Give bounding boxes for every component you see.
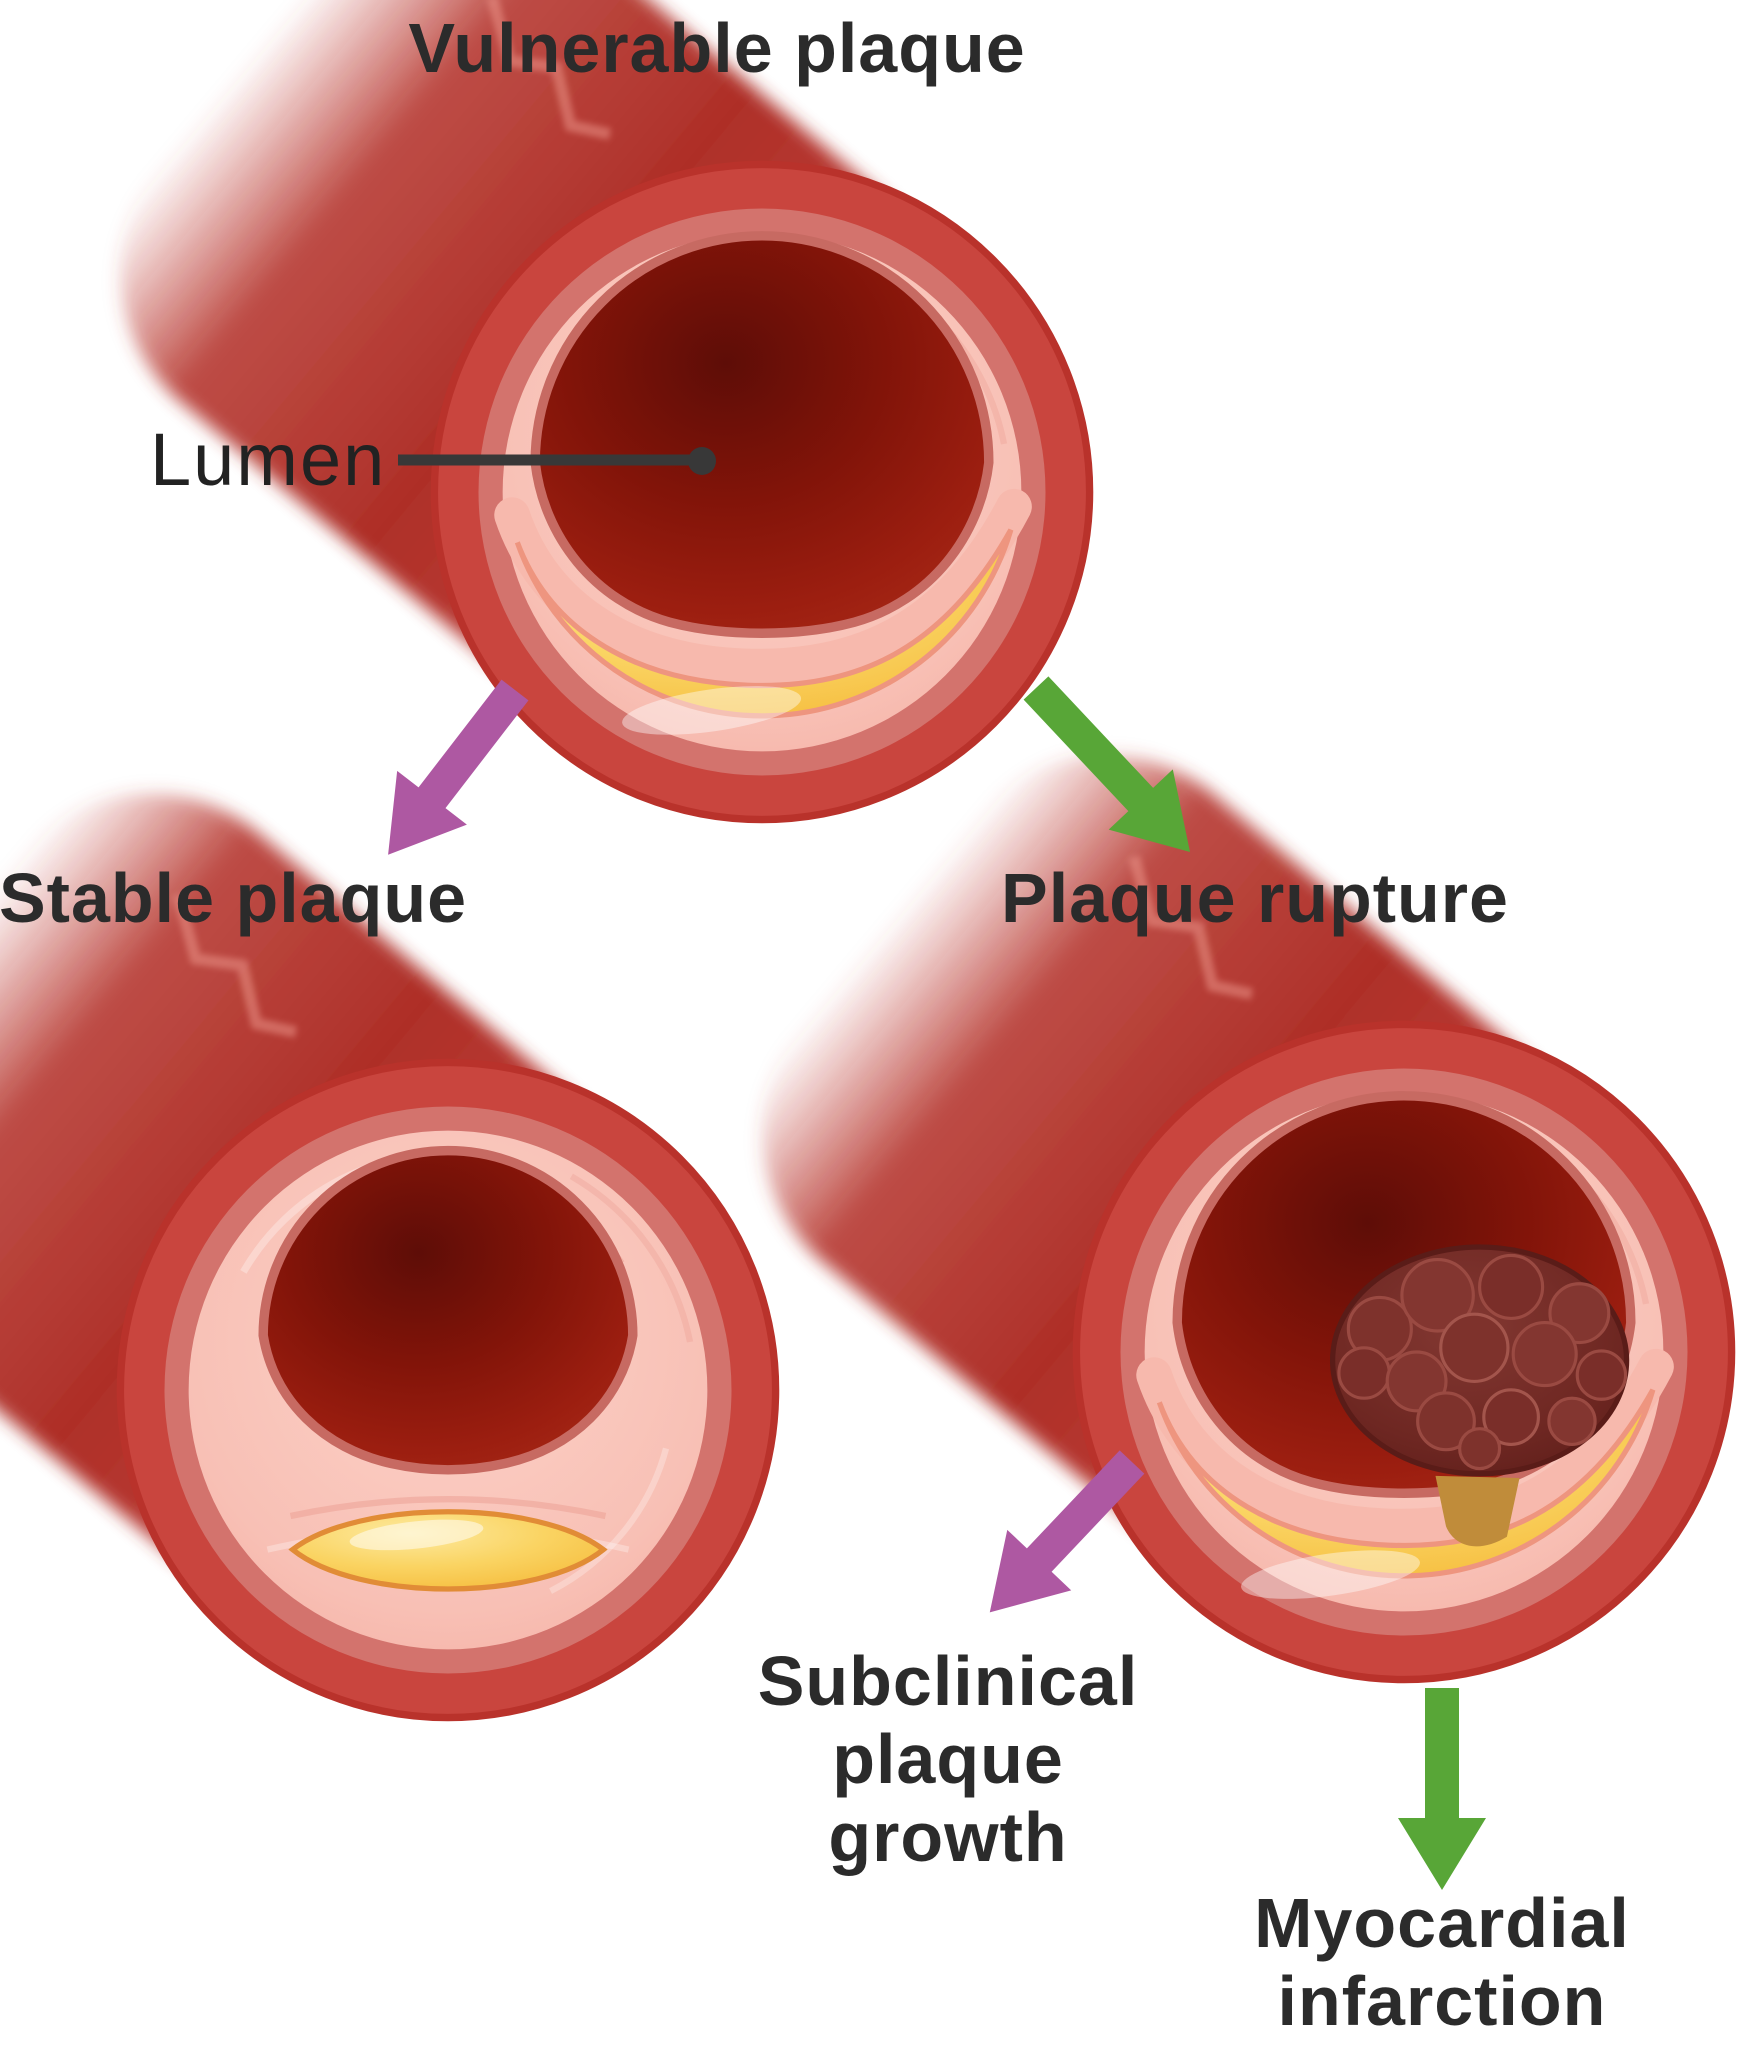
subclinical-line1: Subclinical <box>757 1642 1139 1720</box>
ruptured-cap <box>1136 1348 1674 1545</box>
mi-line2: infarction <box>1277 1962 1607 2040</box>
vulnerable-to-rupture-arrow <box>1023 676 1191 853</box>
mi-line1: Myocardial <box>1254 1884 1630 1962</box>
lipid-core <box>1156 1388 1656 1579</box>
thrombus <box>1329 1244 1630 1477</box>
rupture-to-mi-arrow <box>1398 1688 1486 1890</box>
stable-artery-illustration <box>0 725 785 1727</box>
rupture-to-subclinical-arrow <box>989 1450 1145 1613</box>
lumen-leader <box>398 447 716 475</box>
stable-plaque-label: Stable plaque <box>0 859 468 937</box>
rupture-stem <box>1435 1475 1520 1547</box>
plaque-highlight <box>1241 1550 1420 1599</box>
subclinical-line2: plaque <box>832 1720 1064 1798</box>
stable-lumen <box>258 1145 638 1475</box>
vulnerable-to-stable-arrow <box>388 679 529 855</box>
lumen-label: Lumen <box>150 418 387 501</box>
subclinical-plaque-growth-label: Subclinical plaque growth <box>758 1642 1139 1876</box>
vulnerable-artery-illustration <box>51 0 1099 829</box>
lipid-core <box>514 528 1014 719</box>
plaque-highlight <box>349 1519 484 1551</box>
fibrous-cap <box>494 488 1032 685</box>
title-vulnerable-plaque: Vulnerable plaque <box>408 9 1026 87</box>
wall-streak <box>289 1496 607 1520</box>
plaque-highlight <box>622 686 802 735</box>
plaque-rupture-label: Plaque rupture <box>1001 859 1509 937</box>
myocardial-infarction-label: Myocardial infarction <box>1254 1884 1630 2040</box>
rupture-artery-illustration <box>693 687 1741 1689</box>
lumen-leader-dot <box>688 447 716 475</box>
subclinical-line3: growth <box>828 1798 1068 1876</box>
vulnerable-lumen <box>530 231 994 638</box>
